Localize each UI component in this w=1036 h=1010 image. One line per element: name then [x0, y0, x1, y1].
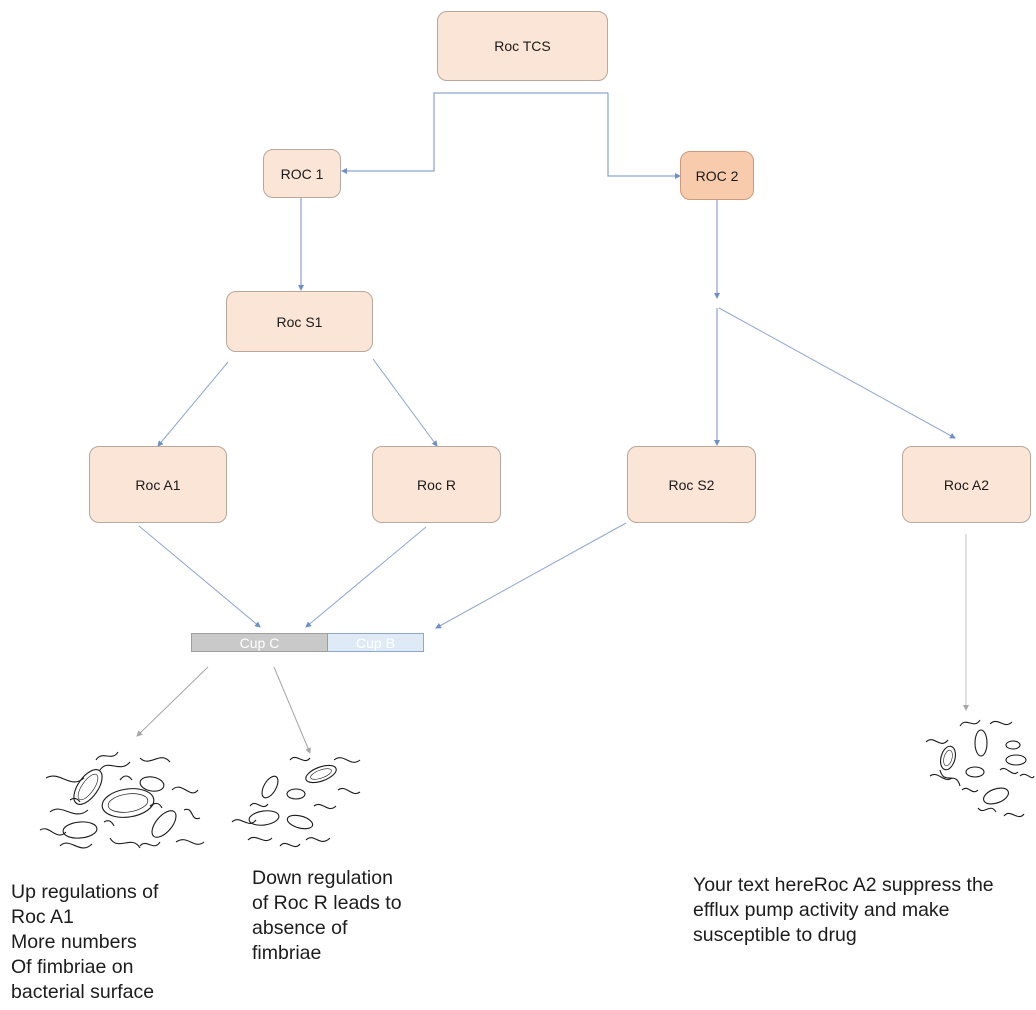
node-roc-s2: Roc S2: [627, 446, 756, 523]
arrow-split-to-roca2: [718, 307, 956, 439]
caption-right: Your text hereRoc A2 suppress the efflux…: [693, 874, 994, 946]
arrow-rocr-to-cup: [305, 526, 427, 628]
node-roc-2: ROC 2: [680, 151, 754, 200]
arrow-cup-to-left-bacteria: [136, 666, 209, 737]
node-roc-1: ROC 1: [263, 149, 341, 198]
node-roc-s1: Roc S1: [226, 291, 373, 352]
arrow-tcs-to-roc1: [341, 92, 608, 174]
arrow-rocs2-to-cup: [435, 522, 627, 629]
arrow-rocs1-to-rocr: [372, 358, 438, 447]
arrow-roca1-to-cup: [138, 525, 261, 628]
node-roc-tcs: Roc TCS: [437, 11, 608, 81]
arrow-tcs-to-roc2: [607, 93, 681, 179]
node-roc-a1: Roc A1: [89, 446, 227, 523]
arrow-cup-to-middle-bacteria: [273, 666, 311, 754]
cup-c-bar: Cup C: [191, 633, 328, 652]
bacteria-cluster-right-icon: [925, 719, 1035, 818]
bacteria-cluster-fimbriae-icon: [39, 751, 205, 849]
caption-left: Up regulations of Roc A1 More numbers Of…: [11, 881, 159, 1003]
cup-b-bar: Cup B: [328, 633, 424, 652]
node-roc-a2: Roc A2: [902, 446, 1031, 523]
caption-middle: Down regulation of Roc R leads to absenc…: [252, 867, 402, 964]
arrow-rocs1-to-roca1: [157, 361, 229, 447]
bacteria-cluster-sparse-icon: [231, 756, 361, 848]
node-roc-r: Roc R: [372, 446, 501, 523]
